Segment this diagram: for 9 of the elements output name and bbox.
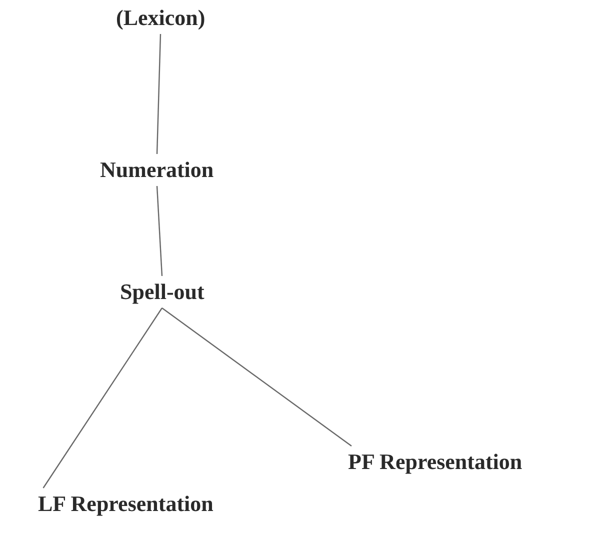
node-label: PF Representation xyxy=(348,448,522,476)
node-label: Numeration xyxy=(100,156,214,184)
node-label: (Lexicon) xyxy=(116,4,206,32)
connector-line xyxy=(42,308,162,488)
connector-line xyxy=(156,186,163,276)
connector-line xyxy=(162,308,352,446)
node-label: LF Representation xyxy=(38,490,214,518)
node-label: Spell-out xyxy=(120,278,204,306)
connector-line xyxy=(156,34,162,154)
